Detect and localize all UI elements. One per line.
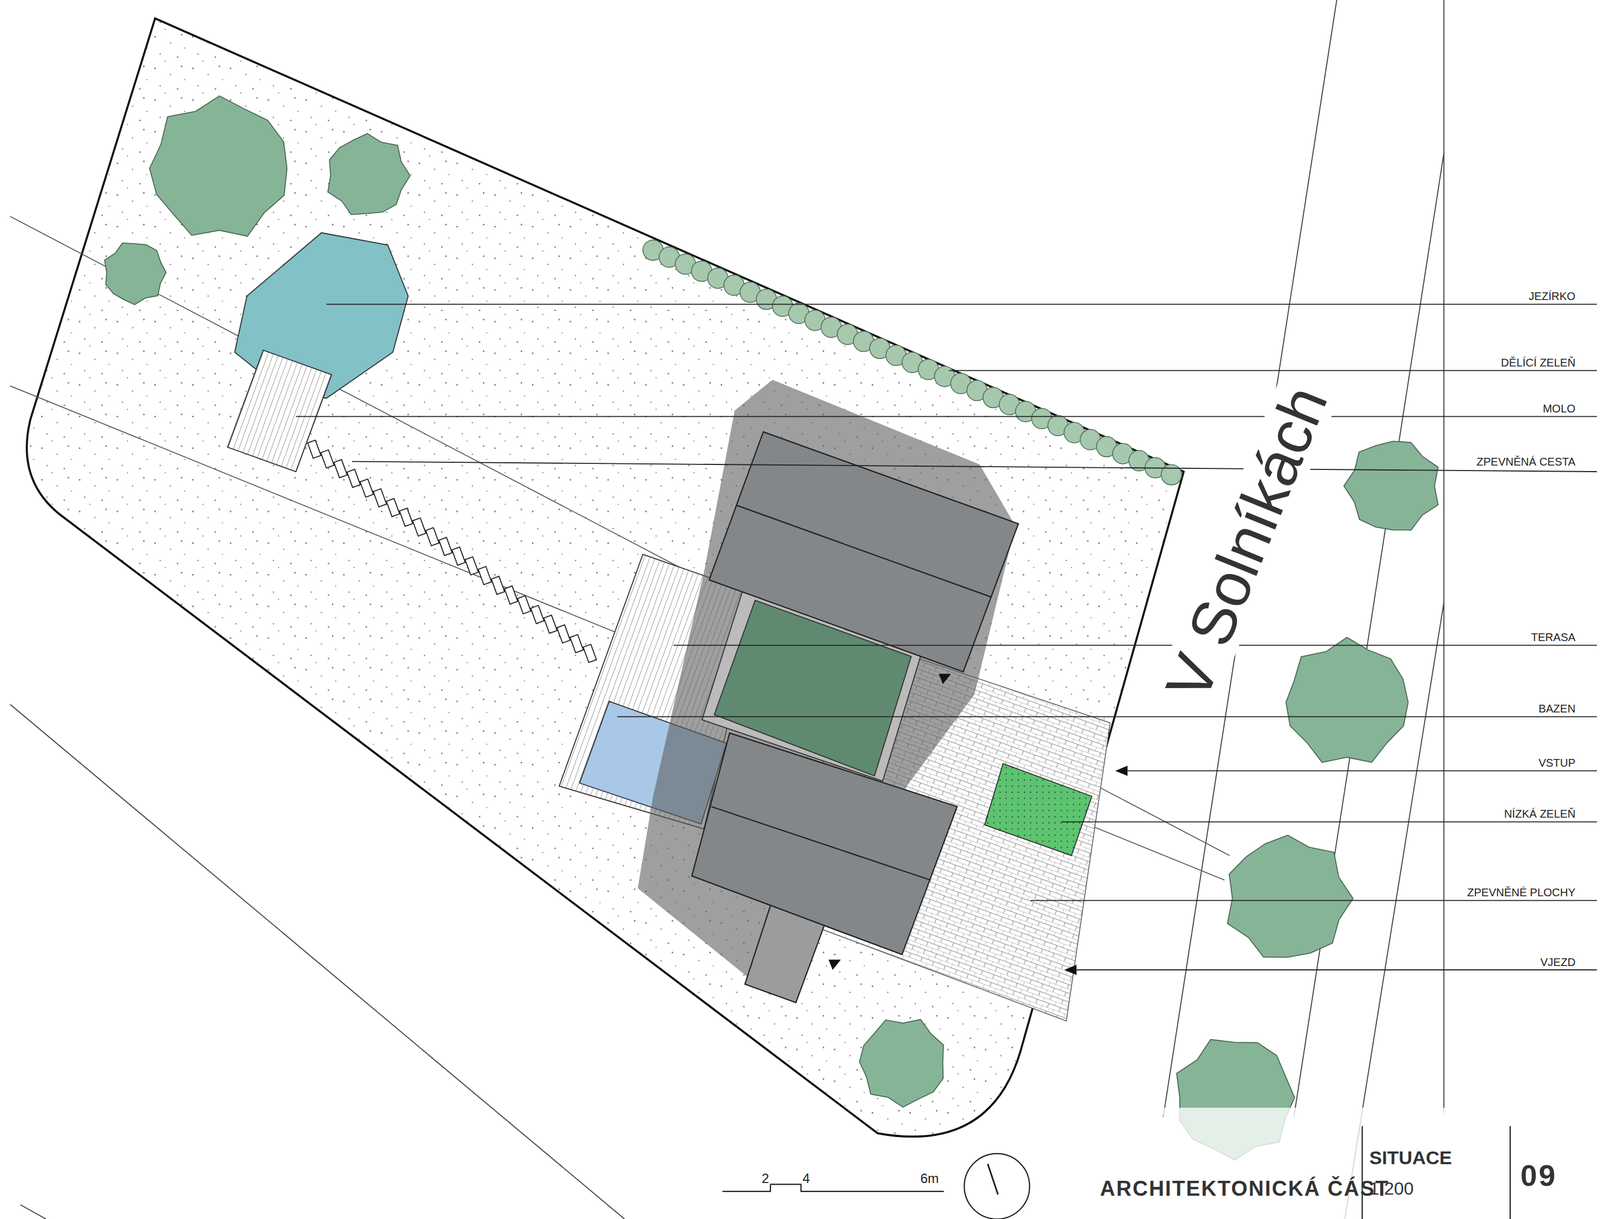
sheet-number: 09 (1520, 1160, 1557, 1190)
scale-number: 2 (760, 1171, 770, 1185)
callout-label: ZPEVNĚNÁ CESTA (1475, 456, 1577, 468)
callout-label: VJEZD (1539, 956, 1577, 968)
sheet-title: ARCHITEKTONICKÁ ČÁST (1100, 1177, 1390, 1199)
stepping-stone (386, 498, 400, 517)
scale-number: 6m (919, 1171, 940, 1185)
stepping-stone (544, 614, 558, 634)
stepping-stone (360, 478, 374, 497)
stepping-stone (347, 469, 361, 488)
drawing-name: SITUACE (1369, 1147, 1452, 1167)
stepping-stone (583, 644, 597, 663)
scale-number: 4 (801, 1171, 811, 1185)
tree (1343, 441, 1438, 530)
tree (327, 133, 411, 215)
callout-label: NÍZKÁ ZELEŇ (1503, 808, 1577, 820)
drawing-scale: 1:200 (1369, 1179, 1414, 1198)
street-name: V Solníkách (1155, 374, 1339, 711)
stepping-stone (438, 537, 453, 556)
tree (1286, 637, 1409, 763)
tree (104, 242, 167, 305)
callout-label: JEZÍRKO (1527, 290, 1577, 302)
hedge-shrub (1161, 464, 1182, 485)
stepping-stone (517, 595, 531, 614)
stepping-stone (373, 488, 387, 507)
tree (1227, 835, 1354, 957)
tree (859, 1019, 944, 1107)
callout-label: DĚLÍCÍ ZELEŇ (1499, 356, 1577, 369)
stepping-stone (491, 576, 505, 595)
tree (149, 95, 287, 236)
stepping-stone (425, 527, 439, 546)
callout-label: BAZEN (1537, 702, 1577, 714)
callout-label: MOLO (1541, 402, 1577, 414)
stepping-stone (556, 624, 571, 644)
stepping-stone (412, 518, 427, 537)
stepping-stone (320, 449, 335, 469)
stepping-stone (307, 439, 321, 459)
stepping-stone (452, 546, 466, 566)
stepping-stone (399, 508, 413, 527)
stepping-stone (530, 605, 545, 624)
stepping-stone (333, 459, 348, 478)
callout-label: TERASA (1530, 631, 1577, 643)
stepping-stone (504, 586, 518, 605)
callout-label: VSTUP (1537, 757, 1577, 769)
callout-label: ZPEVNĚNÉ PLOCHY (1466, 886, 1577, 898)
stepping-stone (478, 566, 492, 585)
stepping-stone (464, 556, 479, 576)
stepping-stone (570, 634, 584, 653)
